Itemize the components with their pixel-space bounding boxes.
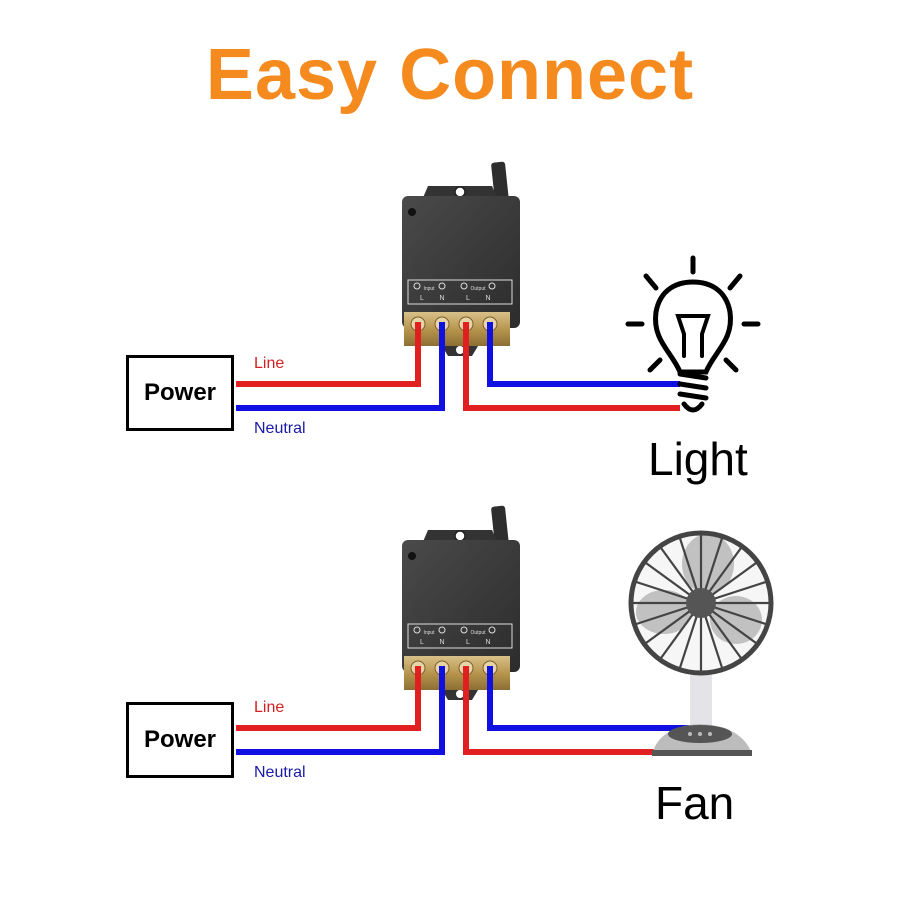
line-wire-input-1 (236, 322, 421, 387)
light-bulb-icon (625, 255, 761, 413)
neutral-wire-output-2 (487, 666, 690, 731)
line-label-2: Line (254, 699, 285, 716)
neutral-label-2: Neutral (254, 764, 306, 781)
load-label-fan: Fan (655, 777, 735, 829)
neutral-label-1: Neutral (254, 420, 306, 437)
neutral-wire-input-2 (236, 666, 445, 755)
load-label-light: Light (648, 433, 748, 485)
desk-fan-icon (628, 530, 774, 756)
line-wire-input-2 (236, 666, 421, 731)
wires-2 (236, 666, 690, 755)
line-wire-output-1 (463, 322, 680, 411)
power-box-2: Power (126, 702, 234, 778)
neutral-wire-input-1 (236, 322, 445, 411)
page-title: Easy Connect (205, 35, 695, 115)
line-label-1: Line (254, 355, 285, 372)
power-box-1: Power (126, 355, 234, 431)
neutral-wire-output-1 (487, 322, 680, 387)
wires-1 (236, 322, 680, 411)
line-wire-output-2 (463, 666, 660, 755)
